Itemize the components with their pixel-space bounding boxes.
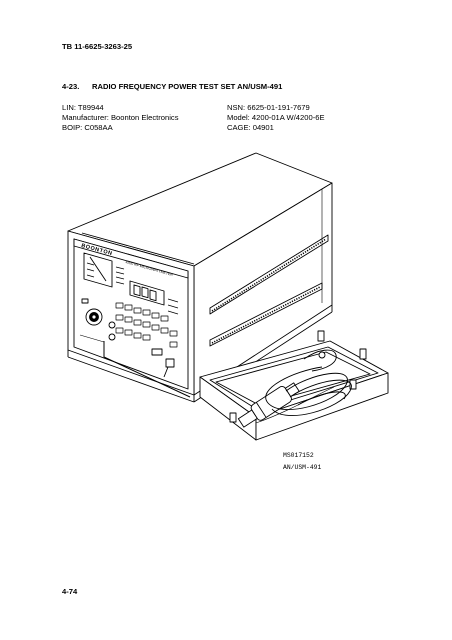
cage-field: CAGE: 04901 [227,123,274,132]
equipment-illustration: MS017152 AN/USM-491 BOONTON 4200 RF MICR… [60,135,400,490]
lin-field: LIN: T89944 [62,103,104,112]
front-panel [73,238,189,390]
boip-field: BOIP: C058AA [62,123,113,132]
page-number: 4-74 [62,587,78,596]
model-field: Model: 4200-01A W/4200-6E [227,113,325,122]
manufacturer-field: Manufacturer: Boonton Electronics [62,113,179,122]
document-id: TB 11-6625-3263-25 [62,42,133,51]
section-title: RADIO FREQUENCY POWER TEST SET AN/USM-49… [92,82,283,91]
figure-tag-1: MS017152 [283,452,314,459]
carrying-case [199,330,389,441]
section-heading: 4-23. RADIO FREQUENCY POWER TEST SET AN/U… [62,82,282,91]
figure-tag-2: AN/USM-491 [283,464,322,471]
section-number: 4-23. [62,82,80,91]
tilt-bail [103,341,191,398]
nsn-field: NSN: 6625-01-191-7679 [227,103,310,112]
